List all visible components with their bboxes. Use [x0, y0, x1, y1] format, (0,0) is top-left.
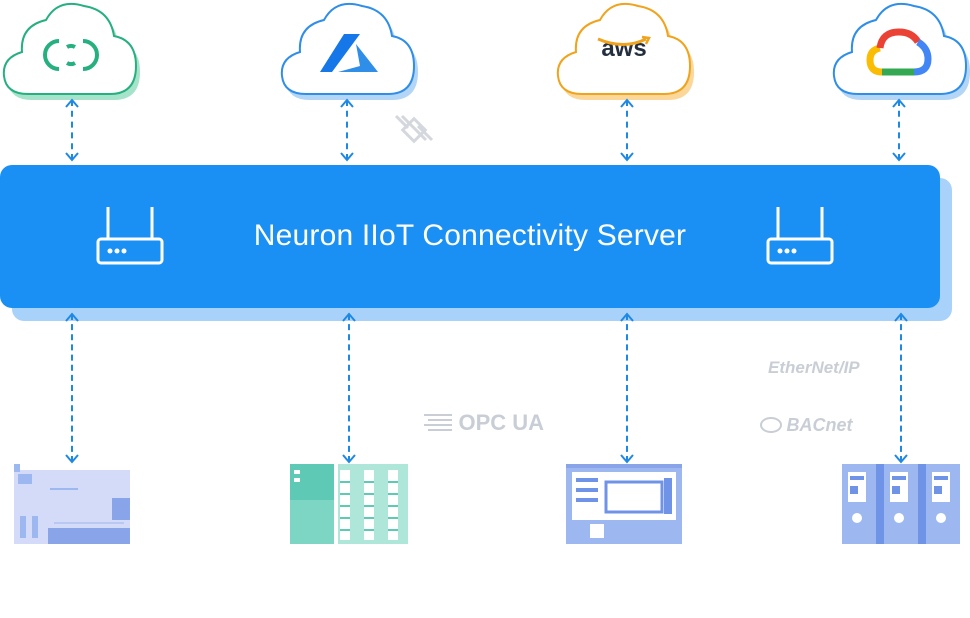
link-watermark-icon: [394, 114, 434, 144]
drive-module-device-icon: [842, 464, 960, 544]
cloud-shape-icon: [2, 2, 141, 100]
emqx-logo-icon: [43, 39, 99, 71]
arrow-up-icon: [340, 98, 354, 108]
protocol-ethernet-ip: EtherNet/IP: [768, 358, 860, 377]
arrow-up-icon: [620, 312, 634, 322]
io-module-device-icon: [290, 464, 408, 544]
aws-logo-text: aws: [601, 35, 647, 62]
bacnet-logo-icon: [760, 417, 782, 433]
plc-device-icon: [14, 464, 130, 544]
arrow-up-icon: [620, 98, 634, 108]
arrow-up-icon: [65, 312, 79, 322]
arrow-down-icon: [342, 454, 356, 464]
cloud-azure: [280, 2, 418, 102]
arrow-down-icon: [340, 152, 354, 162]
google-cloud-logo-icon: [866, 28, 932, 76]
server-title: Neuron IIoT Connectivity Server: [253, 219, 687, 252]
controller-board-device-icon: [566, 464, 682, 544]
aws-logo-icon: aws: [592, 36, 656, 62]
protocol-bacnet: BACnet: [786, 414, 853, 435]
arrow-up-icon: [65, 98, 79, 108]
arrow-up-icon: [892, 98, 906, 108]
protocol-bacnet-wrap: BACnet: [760, 414, 852, 436]
router-icon: [96, 207, 164, 265]
azure-logo-icon: [320, 34, 378, 72]
cloud-google: [832, 2, 970, 102]
arrow-up-icon: [894, 312, 908, 322]
arrow-up-icon: [342, 312, 356, 322]
server-bar: Neuron IIoT Connectivity Server: [0, 165, 940, 308]
arrow-down-icon: [620, 152, 634, 162]
arrow-down-icon: [65, 152, 79, 162]
cloud-shape-icon: [556, 2, 694, 100]
protocol-opc-ua-wrap: OPC UA: [424, 410, 544, 436]
cloud-aws: aws: [556, 2, 694, 102]
arrow-down-icon: [894, 454, 908, 464]
protocol-opc-ua: OPC UA: [458, 410, 545, 435]
arrow-down-icon: [620, 454, 634, 464]
arrow-down-icon: [892, 152, 906, 162]
router-icon: [766, 207, 834, 265]
arrow-down-icon: [65, 454, 79, 464]
cloud-shape-icon: [832, 2, 970, 100]
aws-smile-icon: [597, 35, 651, 46]
cloud-emqx: [2, 2, 141, 102]
opc-stripes-icon: [424, 414, 452, 431]
